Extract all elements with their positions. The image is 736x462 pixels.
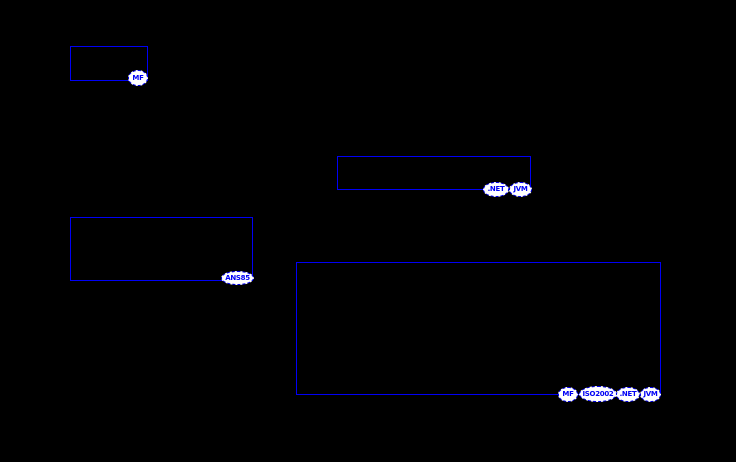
dialect-badge-dotnet: .NET [483, 182, 509, 197]
dialect-badge-jvm: JVM [509, 182, 532, 197]
syntax-box-4 [296, 262, 661, 395]
dialect-badge-jvm: JVM [640, 387, 661, 402]
syntax-box-2 [337, 156, 531, 190]
dialect-badge-mf: MF [128, 70, 148, 86]
dialect-badge-ans85: ANS85 [221, 271, 254, 285]
dialect-badge-iso2002: ISO2002 [579, 386, 617, 402]
syntax-box-3 [70, 217, 253, 281]
dialect-badge-dotnet: .NET [616, 387, 640, 402]
syntax-box-1 [70, 46, 148, 81]
dialect-badge-mf: MF [558, 387, 578, 402]
